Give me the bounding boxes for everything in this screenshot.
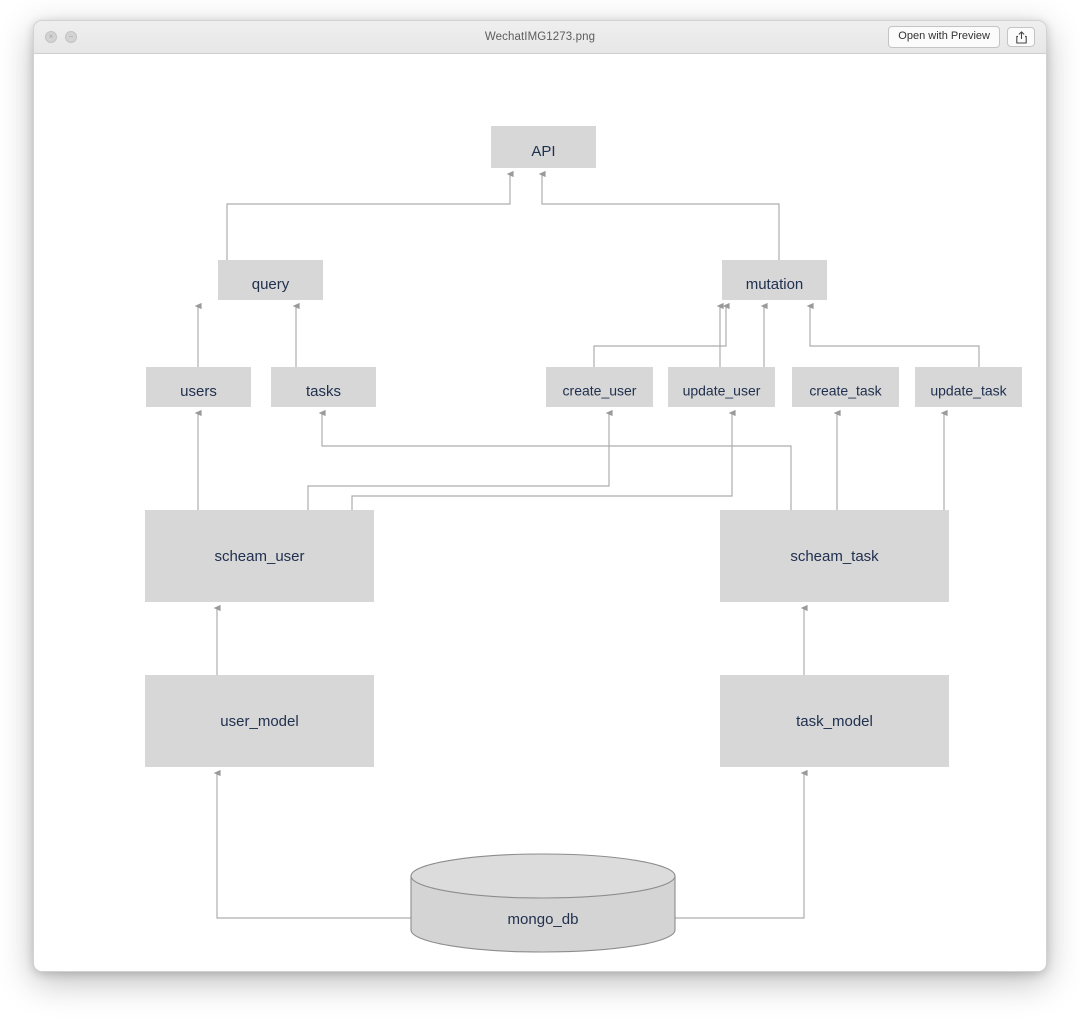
node-scheam-task[interactable]: scheam_task	[720, 510, 949, 602]
node-api[interactable]: API	[491, 126, 596, 168]
edge-scheam-task-to-tasks	[318, 409, 792, 510]
edge-create-user-to-mutation	[593, 302, 730, 367]
node-create-user-label: create_user	[563, 383, 637, 399]
edge-scheam-user-to-update-user	[351, 409, 736, 510]
edge-scheam-user-to-create-user	[307, 409, 613, 510]
node-task-model-label: task_model	[796, 713, 873, 730]
node-mongo-db-label: mongo_db	[508, 911, 579, 928]
node-scheam-user-label: scheam_user	[214, 548, 304, 565]
edge-mutation-to-api	[538, 170, 780, 260]
share-icon	[1015, 30, 1027, 44]
node-update-user[interactable]: update_user	[668, 367, 775, 407]
image-preview-window: × − WechatIMG1273.png Open with Preview	[33, 20, 1047, 972]
node-scheam-task-label: scheam_task	[790, 548, 879, 565]
window-titlebar[interactable]: × − WechatIMG1273.png Open with Preview	[34, 21, 1046, 54]
node-create-task[interactable]: create_task	[792, 367, 899, 407]
edge-query-to-api	[226, 170, 514, 260]
node-tasks[interactable]: tasks	[271, 367, 376, 407]
close-icon: ×	[48, 32, 54, 41]
node-mongo-db[interactable]: mongo_db	[410, 853, 676, 953]
node-api-label: API	[531, 143, 555, 160]
titlebar-actions: Open with Preview	[888, 26, 1035, 48]
node-users[interactable]: users	[146, 367, 251, 407]
node-create-task-label: create_task	[809, 383, 882, 399]
node-query-label: query	[252, 276, 290, 293]
edge-update-task-to-mutation	[806, 302, 980, 367]
window-controls: × −	[45, 31, 77, 43]
diagram-nodes: API query mutation users	[145, 126, 1022, 953]
node-tasks-label: tasks	[306, 383, 341, 400]
close-button[interactable]: ×	[45, 31, 57, 43]
minimize-icon: −	[68, 32, 74, 41]
node-mutation-label: mutation	[746, 276, 804, 293]
node-update-task[interactable]: update_task	[915, 367, 1022, 407]
edge-mongo-db-to-user-model	[213, 769, 411, 919]
node-user-model-label: user_model	[220, 713, 298, 730]
node-users-label: users	[180, 383, 217, 400]
node-mutation[interactable]: mutation	[722, 260, 827, 300]
edge-mongo-db-to-task-model	[675, 769, 808, 919]
node-query[interactable]: query	[218, 260, 323, 300]
node-create-user[interactable]: create_user	[546, 367, 653, 407]
minimize-button[interactable]: −	[65, 31, 77, 43]
node-user-model[interactable]: user_model	[145, 675, 374, 767]
node-update-user-label: update_user	[683, 383, 761, 399]
share-button[interactable]	[1007, 27, 1035, 47]
node-scheam-user[interactable]: scheam_user	[145, 510, 374, 602]
node-task-model[interactable]: task_model	[720, 675, 949, 767]
diagram-edges	[194, 170, 980, 919]
open-with-preview-button[interactable]: Open with Preview	[888, 26, 1000, 48]
architecture-diagram: API query mutation users	[145, 126, 1022, 953]
node-update-task-label: update_task	[930, 383, 1007, 399]
image-canvas: API query mutation users	[34, 54, 1046, 971]
